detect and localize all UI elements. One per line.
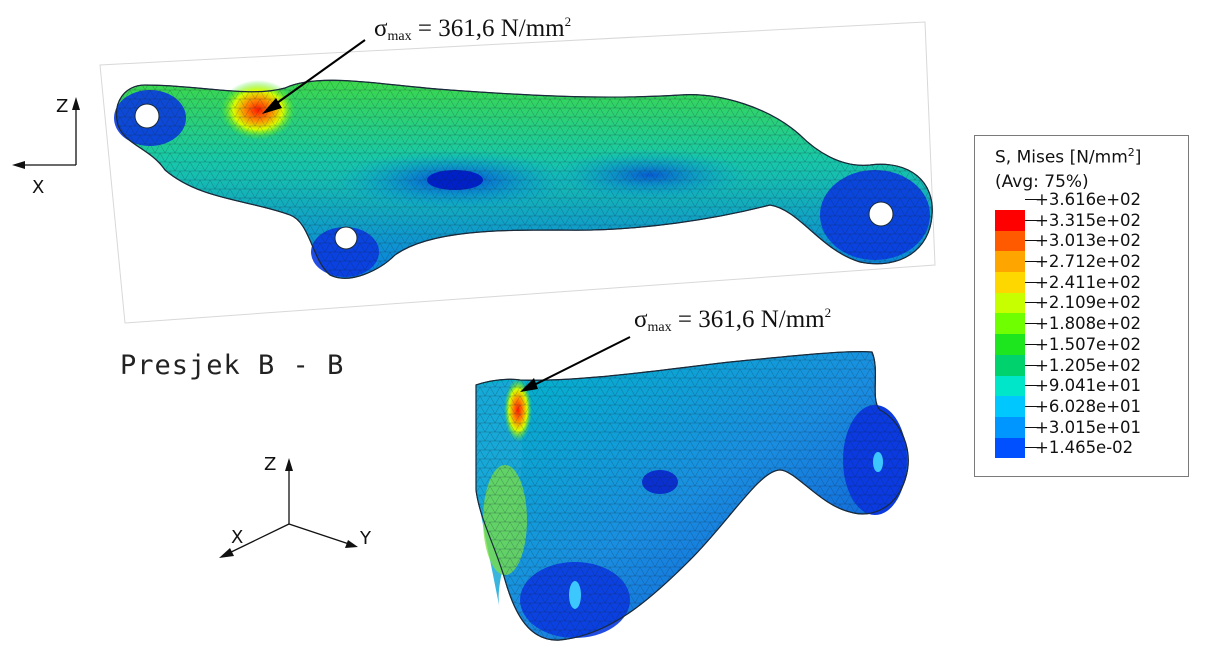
sigma-max-annotation-top: σmax = 361,6 N/mm2 xyxy=(374,14,572,44)
legend-value: +3.013e+02 xyxy=(1035,231,1142,251)
legend-tick xyxy=(1025,364,1037,366)
bracket-top xyxy=(114,79,933,279)
legend-value: +1.808e+02 xyxy=(1035,314,1142,334)
axis-triad-bottom: Z X Y xyxy=(219,454,372,558)
legend-value: +6.028e+01 xyxy=(1035,396,1142,416)
axis-triad-top: Z X xyxy=(12,96,80,198)
legend-tick xyxy=(1025,426,1037,428)
legend-tick xyxy=(1025,219,1037,221)
legend-subtitle: (Avg: 75%) xyxy=(995,172,1089,192)
stress-legend: S, Mises [N/mm2] (Avg: 75%) +3.616e+02+3… xyxy=(974,135,1189,477)
axis-z-label-bottom: Z xyxy=(264,454,276,475)
legend-tick xyxy=(1025,447,1037,449)
legend-tick xyxy=(1025,323,1037,325)
legend-value: +3.315e+02 xyxy=(1035,210,1142,230)
legend-swatch xyxy=(995,354,1025,376)
legend-swatch xyxy=(995,210,1025,231)
arrowhead-z-top xyxy=(72,97,80,110)
sigma-max-annotation-bottom: σmax = 361,6 N/mm2 xyxy=(634,305,832,335)
legend-tick xyxy=(1025,302,1037,304)
legend-value: +2.109e+02 xyxy=(1035,293,1142,313)
bracket-top-mesh xyxy=(116,79,933,279)
legend-swatch xyxy=(995,272,1025,293)
legend-swatch xyxy=(995,396,1025,417)
legend-tick xyxy=(1025,405,1037,407)
legend-value: +9.041e+01 xyxy=(1035,376,1142,396)
legend-value: +1.205e+02 xyxy=(1035,355,1142,375)
hole-right xyxy=(868,201,894,227)
legend-title: S, Mises [N/mm2] xyxy=(995,146,1142,168)
annotation-arrow-bottom xyxy=(520,336,631,392)
arrowhead-x-bottom xyxy=(219,548,234,558)
legend-value: +2.411e+02 xyxy=(1035,272,1142,292)
bracket-bottom xyxy=(475,350,909,641)
legend-swatch xyxy=(995,437,1025,459)
arrowhead-z-bottom xyxy=(285,458,293,471)
legend-swatch xyxy=(995,375,1025,397)
legend-tick xyxy=(1025,240,1037,242)
annotation-arrow-top xyxy=(262,39,366,114)
bracket-bottom-mesh xyxy=(475,350,909,641)
axis-z-label-top: Z xyxy=(56,96,68,117)
legend-tick xyxy=(1025,261,1037,263)
legend-tick xyxy=(1025,281,1037,283)
hole-left xyxy=(134,103,160,129)
legend-value: +1.465e-02 xyxy=(1035,438,1134,458)
legend-value: +1.507e+02 xyxy=(1035,334,1142,354)
legend-value: +3.616e+02 xyxy=(1035,190,1142,209)
legend-swatch xyxy=(995,292,1025,314)
legend-swatch xyxy=(995,416,1025,438)
legend-value: +2.712e+02 xyxy=(1035,252,1142,272)
hole-3d-bottom xyxy=(569,581,581,609)
legend-value: +3.015e+01 xyxy=(1035,417,1142,437)
legend-swatch xyxy=(995,313,1025,335)
legend-swatch xyxy=(995,251,1025,273)
legend-tick xyxy=(1025,385,1037,387)
axis-x-label-bottom: X xyxy=(231,527,243,548)
section-label: Presjek B - B xyxy=(120,350,345,381)
hole-bottom xyxy=(334,226,358,250)
axis-y-label-bottom: Y xyxy=(359,528,372,549)
legend-swatch xyxy=(995,230,1025,252)
hole-3d-right xyxy=(873,452,883,472)
legend-swatch xyxy=(995,334,1025,355)
legend-tick xyxy=(1025,343,1037,345)
arrowhead-y-bottom xyxy=(345,540,358,548)
legend-tick xyxy=(1025,199,1037,200)
arrowhead-x-top xyxy=(12,161,25,169)
axis-x-label-top: X xyxy=(32,177,44,198)
